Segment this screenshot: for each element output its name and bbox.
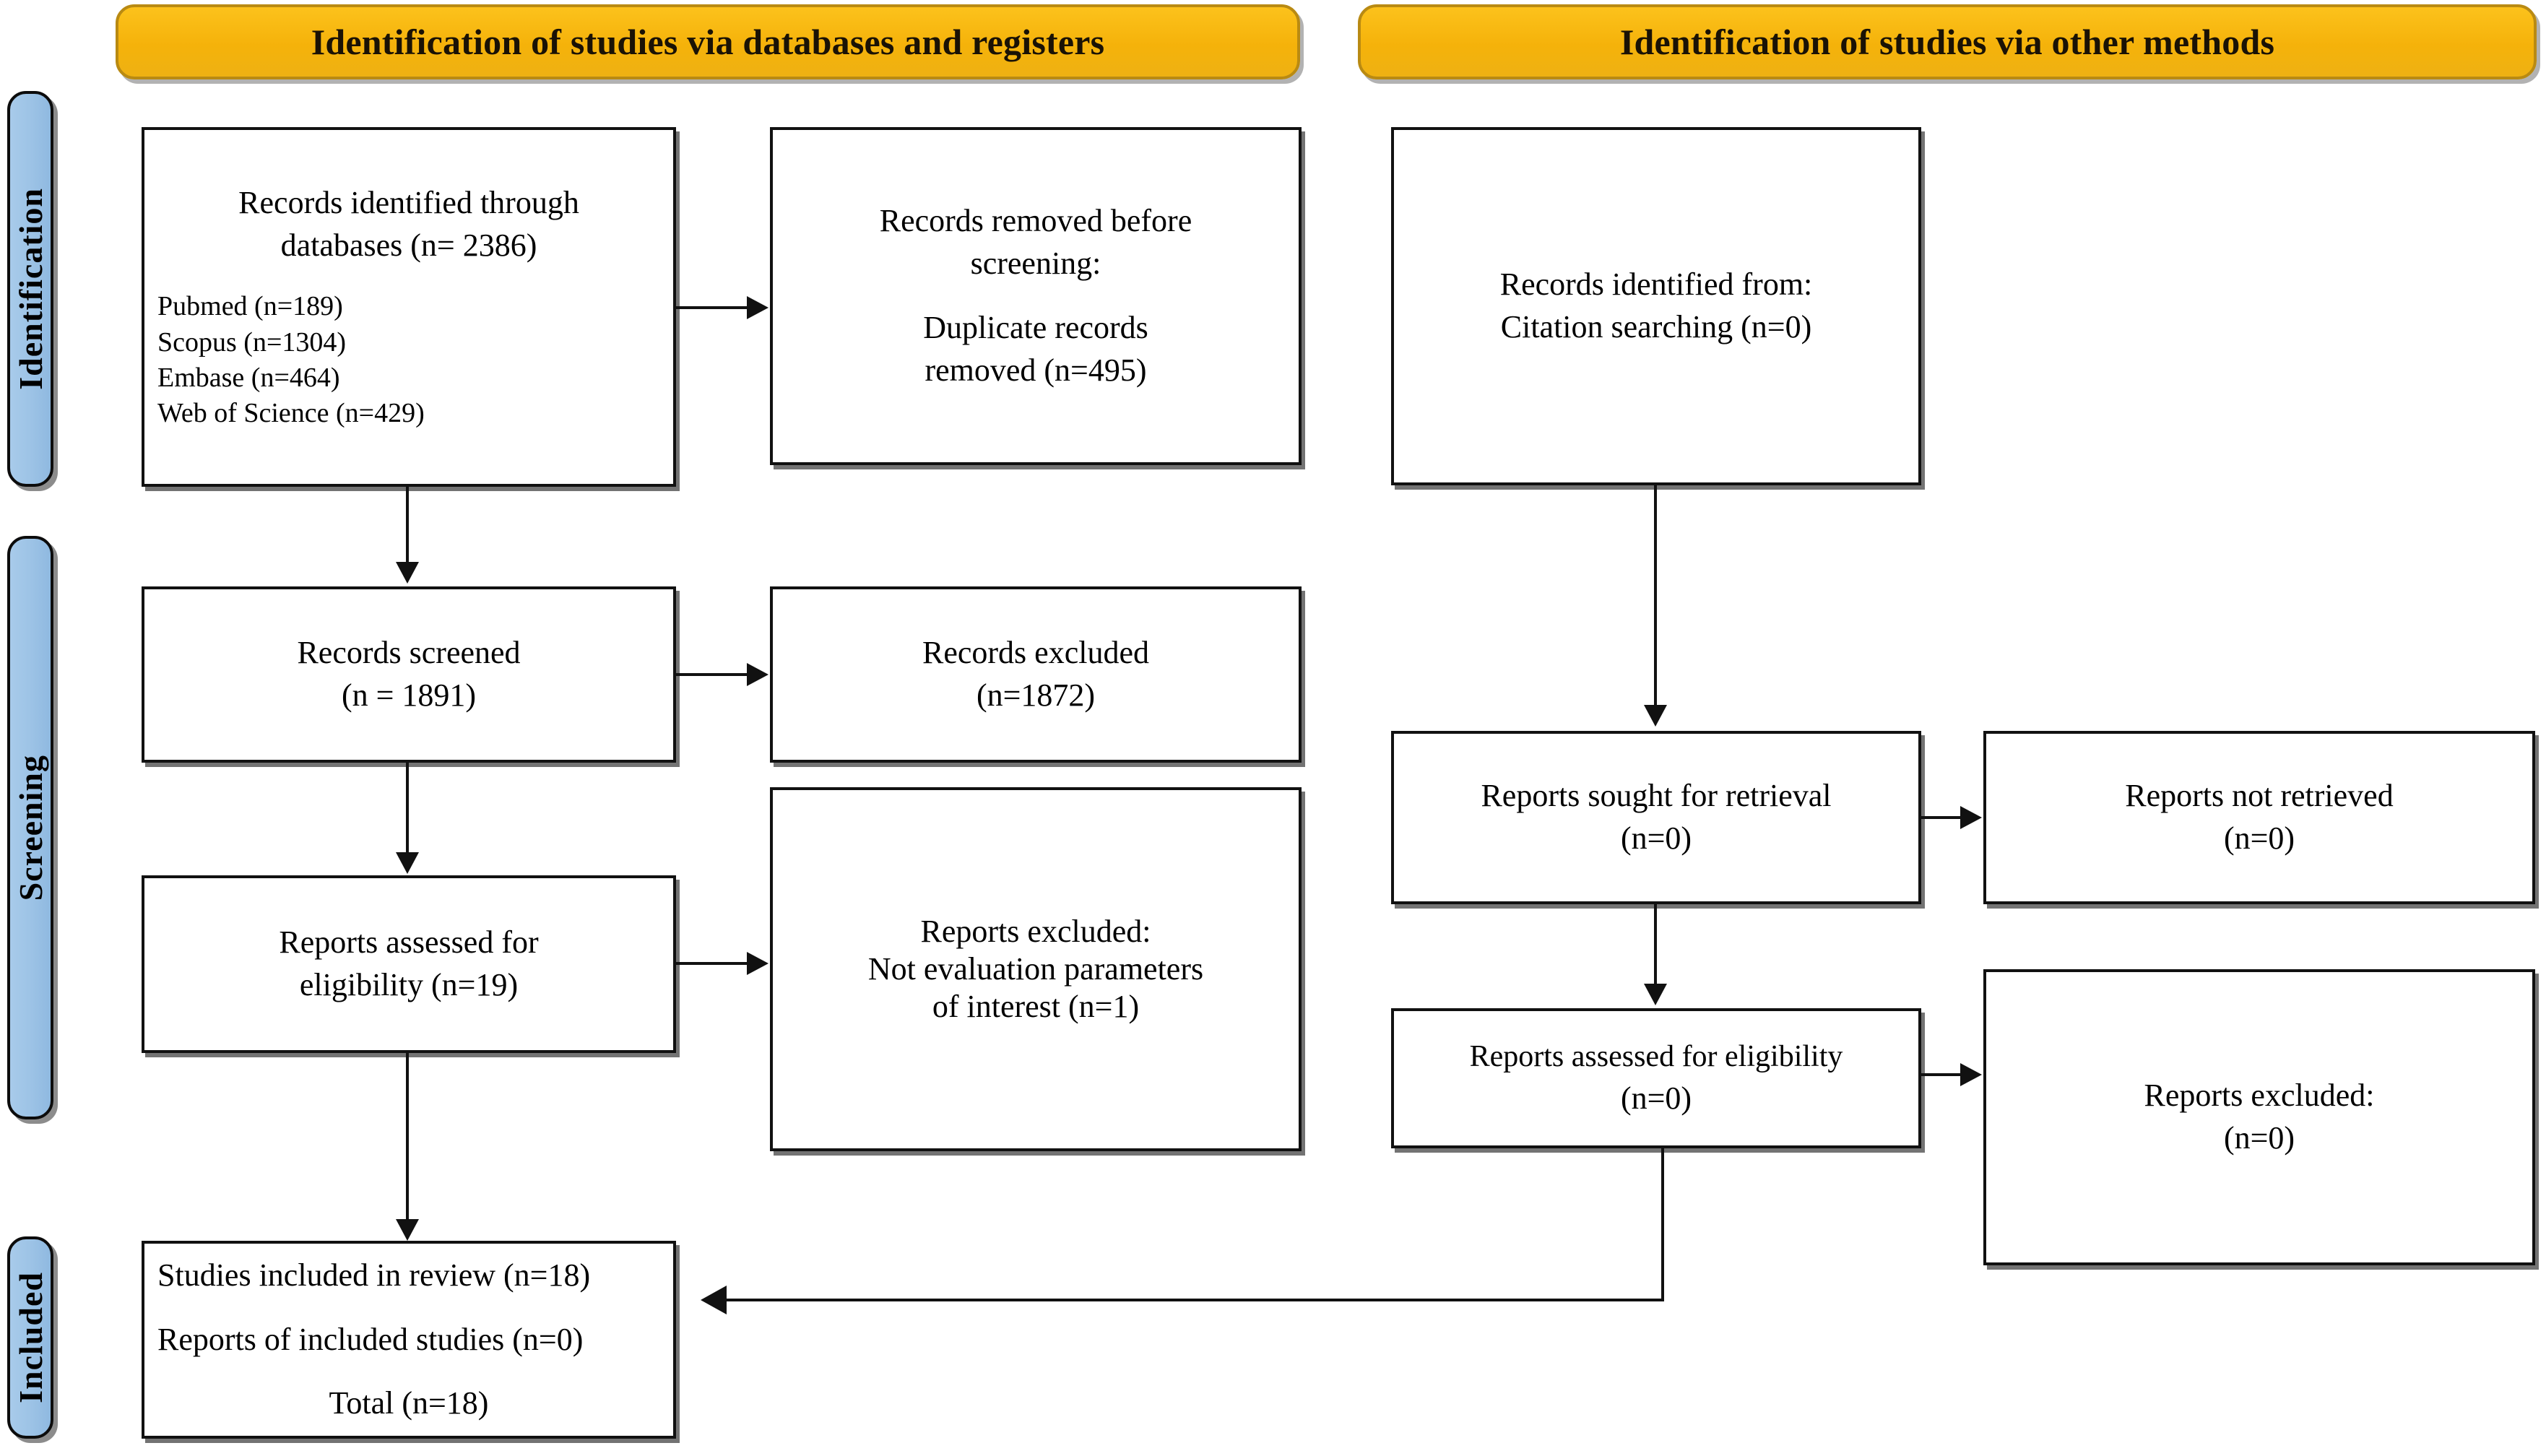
reports-excluded-line-3: of interest (n=1) xyxy=(932,988,1140,1024)
reports-excluded-line-2: Not evaluation parameters xyxy=(867,951,1204,987)
records-screened-line-1: Records screened xyxy=(297,635,521,671)
arrowhead-screened-to-excluded xyxy=(747,663,768,686)
node-reports-not-retrieved: Reports not retrieved (n=0) xyxy=(1983,731,2535,904)
databases-header-label: Identification of studies via databases … xyxy=(311,22,1105,62)
connector-assessed-other-to-excluded-other xyxy=(1921,1073,1962,1076)
node-records-removed-before-screening: Records removed before screening: Duplic… xyxy=(770,127,1302,465)
connector-assessed-to-included xyxy=(406,1053,409,1223)
arrowhead-identified-to-screened xyxy=(396,562,419,584)
rail-identification-label: Identification xyxy=(12,188,49,390)
source-embase: Embase (n=464) xyxy=(157,362,340,393)
node-reports-excluded-parameters: Reports excluded: Not evaluation paramet… xyxy=(770,787,1302,1151)
excluded-other-line-2: (n=0) xyxy=(2223,1120,2295,1156)
records-identified-title-2: databases (n= 2386) xyxy=(280,228,537,264)
source-scopus: Scopus (n=1304) xyxy=(157,326,347,358)
arrowhead-assessed-to-included xyxy=(396,1219,419,1241)
rail-included-label: Included xyxy=(12,1272,49,1403)
records-identified-title-1: Records identified through xyxy=(238,185,579,221)
arrowhead-sought-to-assessed-other xyxy=(1644,984,1667,1005)
connector-screened-to-excluded xyxy=(676,673,748,676)
node-reports-assessed-eligibility-other: Reports assessed for eligibility (n=0) xyxy=(1391,1008,1921,1148)
arrowhead-assessed-to-reports-excluded xyxy=(747,952,768,975)
arrowhead-other-to-included xyxy=(701,1286,727,1314)
source-pubmed: Pubmed (n=189) xyxy=(157,291,343,322)
records-removed-line-2: screening: xyxy=(970,246,1101,282)
arrowhead-sought-to-not-retrieved xyxy=(1960,806,1982,829)
node-records-identified-other: Records identified from: Citation search… xyxy=(1391,127,1921,485)
included-line-3: Total (n=18) xyxy=(329,1385,489,1421)
arrowhead-identified-to-removed xyxy=(747,296,768,319)
rail-screening-label: Screening xyxy=(12,754,49,901)
connector-assessed-to-reports-excluded xyxy=(676,962,748,965)
connector-screened-to-assessed xyxy=(406,763,409,857)
arrowhead-assessed-other-to-excluded-other xyxy=(1960,1063,1982,1086)
arrowhead-screened-to-assessed xyxy=(396,852,419,874)
rail-included: Included xyxy=(7,1236,53,1439)
connector-sought-to-not-retrieved xyxy=(1921,816,1962,819)
sought-line-1: Reports sought for retrieval xyxy=(1481,778,1832,814)
sought-line-2: (n=0) xyxy=(1620,820,1692,856)
not-retrieved-line-1: Reports not retrieved xyxy=(2125,778,2394,814)
reports-excluded-line-1: Reports excluded: xyxy=(920,914,1151,950)
reports-assessed-line-2: eligibility (n=19) xyxy=(299,967,519,1002)
records-removed-line-3: Duplicate records xyxy=(923,310,1148,345)
connector-identified-to-removed xyxy=(676,306,748,309)
node-records-identified-databases: Records identified through databases (n=… xyxy=(142,127,676,487)
assessed-other-line-2: (n=0) xyxy=(1620,1080,1692,1116)
source-web-of-science: Web of Science (n=429) xyxy=(157,398,425,429)
records-excluded-line-1: Records excluded xyxy=(922,635,1149,671)
node-records-excluded: Records excluded (n=1872) xyxy=(770,586,1302,763)
records-excluded-line-2: (n=1872) xyxy=(976,677,1096,713)
node-studies-included: Studies included in review (n=18) Report… xyxy=(142,1241,676,1439)
not-retrieved-line-2: (n=0) xyxy=(2223,820,2295,856)
other-identified-line-1: Records identified from: xyxy=(1499,266,1813,303)
other-methods-header-label: Identification of studies via other meth… xyxy=(1619,22,2275,62)
other-methods-header: Identification of studies via other meth… xyxy=(1358,4,2537,79)
excluded-other-line-1: Reports excluded: xyxy=(2144,1078,2375,1114)
assessed-other-line-1: Reports assessed for eligibility xyxy=(1469,1040,1843,1074)
node-reports-excluded-other: Reports excluded: (n=0) xyxy=(1983,969,2535,1265)
databases-header: Identification of studies via databases … xyxy=(116,4,1300,79)
records-removed-line-4: removed (n=495) xyxy=(925,352,1147,388)
included-line-1: Studies included in review (n=18) xyxy=(157,1257,591,1293)
connector-other-identified-to-sought xyxy=(1654,485,1657,709)
node-reports-assessed-eligibility: Reports assessed for eligibility (n=19) xyxy=(142,875,676,1053)
records-screened-line-2: (n = 1891) xyxy=(341,677,477,713)
connector-other-to-included-horizontal xyxy=(727,1299,1664,1301)
connector-sought-to-assessed-other xyxy=(1654,904,1657,988)
node-records-screened: Records screened (n = 1891) xyxy=(142,586,676,763)
reports-assessed-line-1: Reports assessed for xyxy=(279,924,539,961)
rail-identification: Identification xyxy=(7,91,53,487)
records-removed-line-1: Records removed before xyxy=(879,203,1192,239)
connector-identified-to-screened xyxy=(406,487,409,566)
connector-other-to-included-vertical xyxy=(1661,1148,1664,1301)
other-identified-line-2: Citation searching (n=0) xyxy=(1500,309,1812,344)
rail-screening: Screening xyxy=(7,536,53,1119)
node-reports-sought-retrieval: Reports sought for retrieval (n=0) xyxy=(1391,731,1921,904)
arrowhead-other-identified-to-sought xyxy=(1644,705,1667,727)
included-line-2: Reports of included studies (n=0) xyxy=(157,1321,584,1357)
